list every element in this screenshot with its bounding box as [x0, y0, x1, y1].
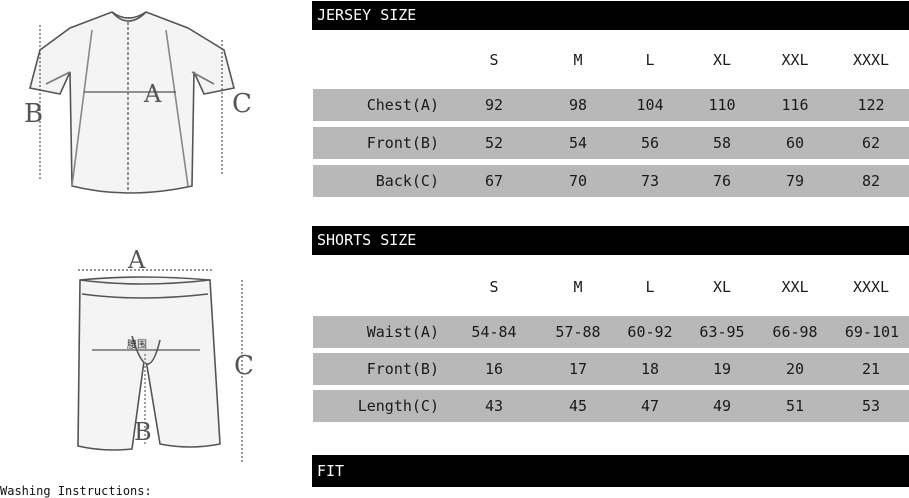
shorts-size-s: S [489, 278, 499, 296]
table-cell: 92 [484, 96, 504, 114]
table-cell: 54 [568, 134, 588, 152]
shorts-size-xxxl: XXXL [852, 278, 890, 296]
jersey-size-l: L [645, 51, 655, 69]
table-cell: 47 [640, 397, 660, 415]
jersey-dim-c: C [232, 89, 252, 119]
shorts-size-xl: XL [712, 278, 732, 296]
jersey-dim-a: A [143, 80, 162, 108]
table-cell: 67 [484, 172, 504, 190]
table-cell: 82 [861, 172, 881, 190]
table-cell: 43 [484, 397, 504, 415]
table-cell: 69-101 [844, 323, 900, 341]
table-cell: 62 [861, 134, 881, 152]
table-cell: 104 [636, 96, 664, 114]
table-cell: 122 [857, 96, 885, 114]
table-cell: 57-88 [555, 323, 601, 341]
table-row: Back(C) 67 70 73 76 79 82 [313, 165, 909, 197]
table-cell: 60 [785, 134, 805, 152]
row-label: Front(B) [366, 134, 439, 152]
jersey-size-xxxl: XXXL [852, 51, 890, 69]
table-cell: 18 [640, 360, 660, 378]
table-cell: 51 [785, 397, 805, 415]
table-cell: 66-98 [772, 323, 818, 341]
table-cell: 63-95 [699, 323, 745, 341]
table-cell: 49 [712, 397, 732, 415]
row-label: Chest(A) [366, 96, 439, 114]
table-cell: 56 [640, 134, 660, 152]
shorts-waist-mark: 腰围 [127, 339, 147, 351]
table-cell: 73 [640, 172, 660, 190]
table-cell: 21 [861, 360, 881, 378]
shorts-dim-a: A [127, 246, 146, 274]
jersey-size-row: S M L XL XXL XXXL [313, 44, 909, 76]
row-label: Back(C) [375, 172, 439, 190]
table-row: Front(B) 52 54 56 58 60 62 [313, 127, 909, 159]
jersey-diagram: A B C [24, 11, 252, 194]
table-cell: 45 [568, 397, 588, 415]
table-row: Chest(A) 92 98 104 110 116 122 [313, 89, 909, 121]
table-cell: 76 [712, 172, 732, 190]
shorts-size-header: SHORTS SIZE [312, 226, 909, 255]
row-label: Waist(A) [366, 323, 439, 341]
shorts-size-m: M [573, 278, 583, 296]
table-cell: 16 [484, 360, 504, 378]
shorts-dim-c: C [234, 351, 254, 381]
row-label: Length(C) [357, 397, 439, 415]
table-cell: 110 [708, 96, 736, 114]
jersey-size-s: S [489, 51, 499, 69]
table-row: Length(C) 43 45 47 49 51 53 [313, 390, 909, 422]
table-cell: 58 [712, 134, 732, 152]
table-cell: 79 [785, 172, 805, 190]
table-cell: 17 [568, 360, 588, 378]
jersey-size-m: M [573, 51, 583, 69]
row-label: Front(B) [366, 360, 439, 378]
jersey-size-header: JERSEY SIZE [312, 1, 909, 30]
washing-instructions: Washing Instructions: [0, 484, 152, 498]
table-cell: 60-92 [627, 323, 673, 341]
table-cell: 20 [785, 360, 805, 378]
shorts-size-xxl: XXL [781, 278, 809, 296]
table-cell: 70 [568, 172, 588, 190]
table-cell: 116 [781, 96, 809, 114]
table-cell: 98 [568, 96, 588, 114]
jersey-size-xl: XL [712, 51, 732, 69]
shorts-size-l: L [645, 278, 655, 296]
shorts-size-row: S M L XL XXL XXXL [313, 271, 909, 303]
shorts-dim-b: B [134, 418, 152, 446]
jersey-size-xxl: XXL [781, 51, 809, 69]
table-cell: 54-84 [471, 323, 517, 341]
table-cell: 52 [484, 134, 504, 152]
table-row: Waist(A) 54-84 57-88 60-92 63-95 66-98 6… [313, 316, 909, 348]
fit-header: FIT [312, 455, 909, 487]
table-cell: 19 [712, 360, 732, 378]
table-cell: 53 [861, 397, 881, 415]
shorts-diagram: A 腰围 B C [77, 246, 254, 464]
jersey-dim-b: B [24, 99, 43, 129]
table-row: Front(B) 16 17 18 19 20 21 [313, 353, 909, 385]
